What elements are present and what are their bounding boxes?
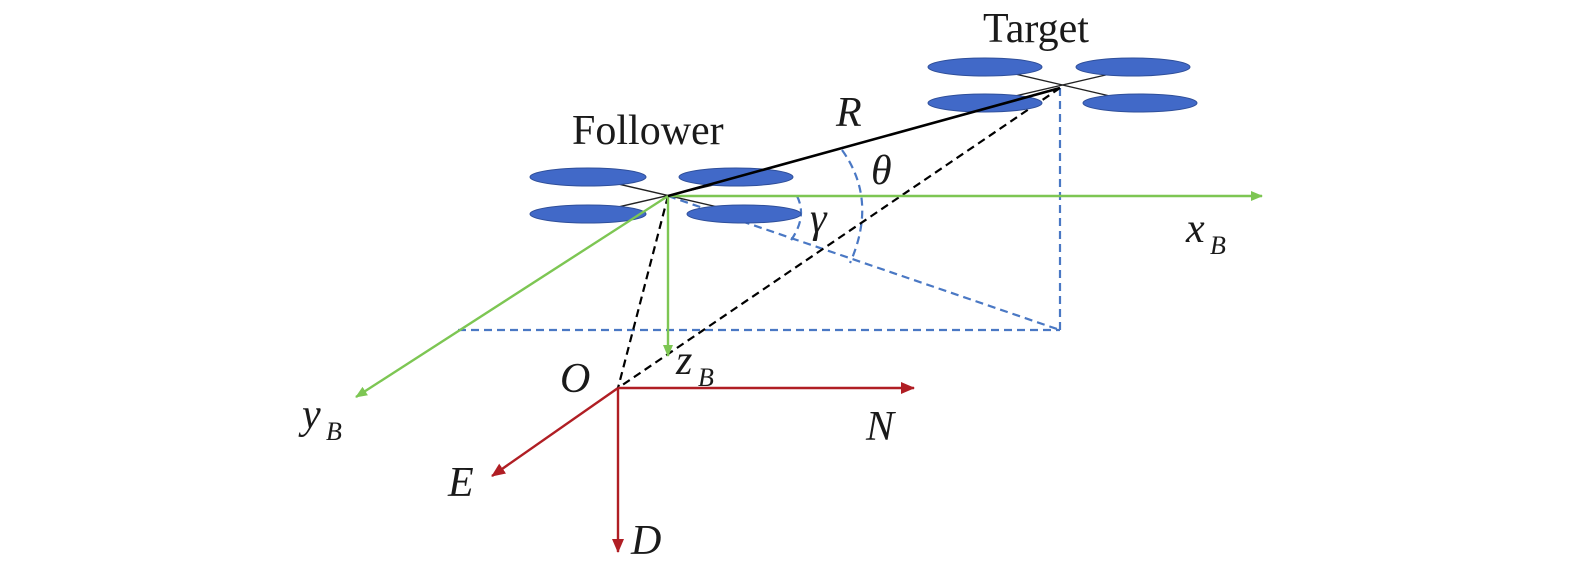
target-to-origin-line [617, 87, 1061, 389]
follower-to-origin-line [616, 195, 670, 389]
down-label: D [630, 518, 661, 564]
gamma-label: γ [810, 196, 828, 242]
xb-axis-subscript: B [1210, 231, 1226, 260]
east-label: E [447, 460, 474, 506]
north-label: N [865, 404, 896, 450]
target-label: Target [983, 6, 1089, 52]
range-label: R [835, 90, 862, 136]
gamma-angle-arc [788, 195, 803, 244]
range-line-r [667, 86, 1061, 198]
rotor [1082, 93, 1198, 113]
yb-axis-label: y [298, 392, 321, 438]
yb-axis-subscript: B [326, 417, 342, 446]
rotor [1075, 57, 1191, 77]
rotor [927, 93, 1043, 113]
rotor [529, 204, 647, 224]
rotor [529, 167, 647, 187]
ned-frame-axes [491, 382, 915, 553]
theta-angle-arc [841, 149, 864, 264]
east-axis [491, 387, 619, 477]
xb-axis-label: x [1185, 206, 1205, 252]
zb-axis-subscript: B [698, 363, 714, 392]
body-frame-axes [355, 191, 1263, 399]
yb-axis [355, 194, 669, 399]
theta-label: θ [871, 148, 892, 194]
zb-axis-label: z [675, 338, 692, 384]
rotor [686, 204, 802, 224]
follower-label: Follower [572, 108, 724, 154]
target-drone [927, 57, 1198, 113]
origin-label: O [560, 356, 590, 402]
sight-dashed-lines [616, 87, 1061, 389]
rotor [927, 57, 1043, 77]
